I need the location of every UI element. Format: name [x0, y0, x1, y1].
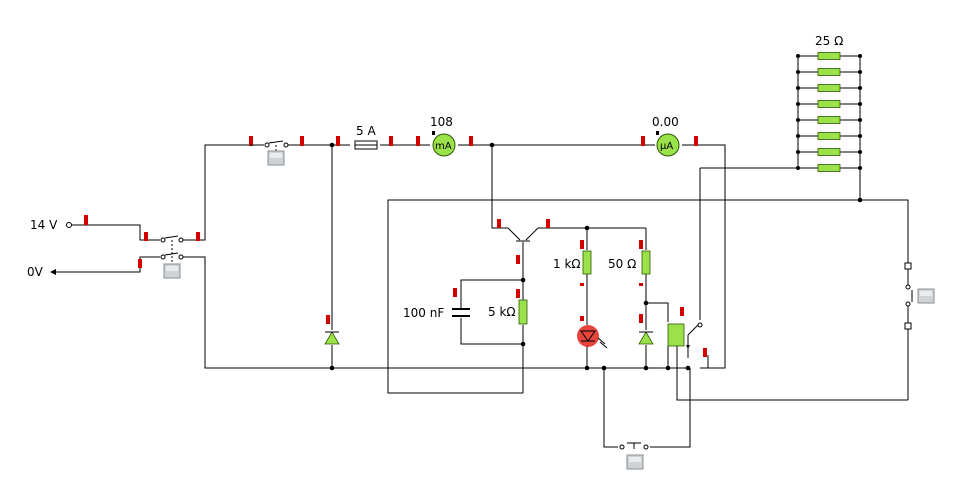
resistor-bank-resistor	[796, 84, 862, 92]
bottom-push-switch-button[interactable]	[626, 454, 644, 470]
relay	[667, 307, 707, 358]
fuse: 5 A	[336, 124, 393, 150]
main-switch-button[interactable]	[267, 150, 285, 166]
ammeter-ma: mA 108	[416, 115, 473, 157]
resistor-50-label: 50 Ω	[608, 257, 636, 271]
right-push-switch-button[interactable]	[917, 288, 935, 304]
ammeter-ua-reading: 0.00	[652, 115, 679, 129]
ammeter-ma-unit: mA	[435, 141, 452, 152]
resistor-5k: 5 kΩ	[488, 289, 528, 325]
right-push-switch[interactable]	[904, 262, 935, 330]
changeover-switch[interactable]	[138, 232, 200, 279]
wires	[55, 56, 909, 448]
resistor-bank-resistor	[796, 100, 862, 108]
ammeter-ma-reading: 108	[430, 115, 453, 129]
ammeter-ua: µA 0.00	[641, 115, 698, 157]
resistor-bank-resistor	[796, 164, 862, 172]
capacitor-label: 100 nF	[403, 306, 444, 320]
led-indicator	[577, 316, 608, 349]
resistor-1k: 1 kΩ	[553, 240, 592, 286]
capacitor: 100 nF	[403, 288, 470, 320]
supply-terminals: 14 V 0V	[27, 215, 88, 279]
resistor-bank-label: 25 Ω	[815, 34, 843, 48]
resistor-bank-resistor	[796, 68, 862, 76]
resistor-1k-label: 1 kΩ	[553, 257, 581, 271]
changeover-switch-button[interactable]	[163, 263, 181, 279]
resistor-5k-label: 5 kΩ	[488, 305, 516, 319]
npn-transistor	[497, 219, 550, 264]
resistor-bank-resistor	[796, 132, 862, 140]
ammeter-ua-unit: µA	[660, 141, 673, 152]
resistor-bank-resistor	[796, 52, 862, 60]
left-diode	[324, 315, 340, 345]
supply-ground-label: 0V	[27, 265, 44, 279]
bottom-push-switch[interactable]	[619, 442, 649, 470]
resistor-bank-resistor	[796, 116, 862, 124]
resistor-bank-resistor	[796, 148, 862, 156]
main-switch[interactable]	[249, 136, 304, 166]
resistor-bank: 25 Ω	[796, 34, 862, 172]
supply-positive-label: 14 V	[30, 218, 58, 232]
junction-nodes	[329, 142, 863, 371]
right-diode	[638, 314, 654, 345]
resistor-50: 50 Ω	[608, 240, 651, 286]
fuse-label: 5 A	[356, 124, 376, 138]
